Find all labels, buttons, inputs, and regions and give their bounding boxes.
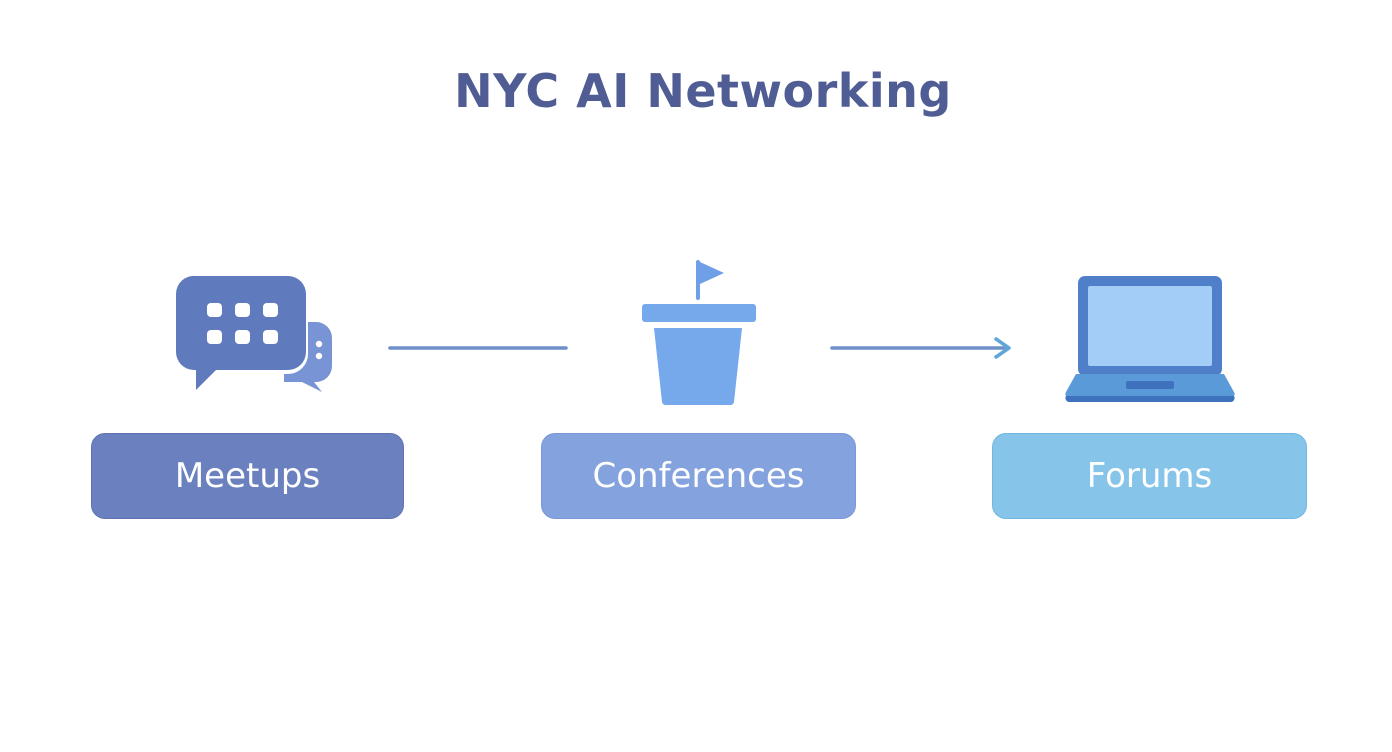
node-meetups: Meetups xyxy=(91,433,404,519)
node-label: Forums xyxy=(1086,456,1213,496)
connector-line xyxy=(388,346,568,350)
podium-flag-icon xyxy=(642,260,756,406)
connector-arrow xyxy=(830,337,1011,359)
chat-bubbles-icon xyxy=(175,275,332,394)
node-label: Conferences xyxy=(592,456,805,496)
page-title: NYC AI Networking xyxy=(454,64,952,118)
node-conferences: Conferences xyxy=(541,433,856,519)
node-forums: Forums xyxy=(992,433,1307,519)
laptop-icon xyxy=(1065,276,1235,403)
node-label: Meetups xyxy=(174,456,321,496)
